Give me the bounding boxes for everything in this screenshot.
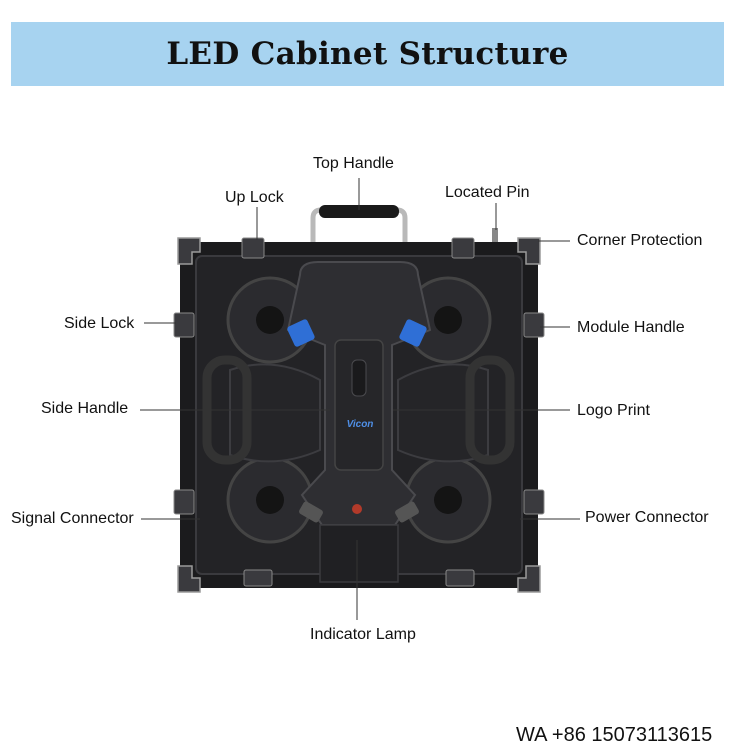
title-banner: LED Cabinet Structure	[11, 22, 724, 86]
label-side-lock: Side Lock	[64, 315, 135, 332]
logo-print-text: Vicon	[347, 419, 374, 430]
top-handle-graphic	[310, 205, 408, 245]
label-located-pin: Located Pin	[445, 184, 530, 201]
label-power-connector: Power Connector	[585, 509, 709, 526]
label-top-handle: Top Handle	[313, 155, 394, 172]
contact-number: WA +86 15073113615	[516, 724, 713, 746]
label-up-lock: Up Lock	[225, 189, 284, 206]
label-logo-print: Logo Print	[577, 402, 650, 419]
label-signal-connector: Signal Connector	[11, 510, 134, 527]
cabinet-body-graphic	[173, 228, 545, 593]
label-indicator-lamp: Indicator Lamp	[310, 626, 416, 643]
page-title: LED Cabinet Structure	[166, 36, 569, 72]
label-side-handle: Side Handle	[41, 400, 129, 417]
label-module-handle: Module Handle	[577, 319, 685, 336]
label-corner-protection: Corner Protection	[577, 232, 703, 249]
leader-lines	[140, 178, 580, 620]
